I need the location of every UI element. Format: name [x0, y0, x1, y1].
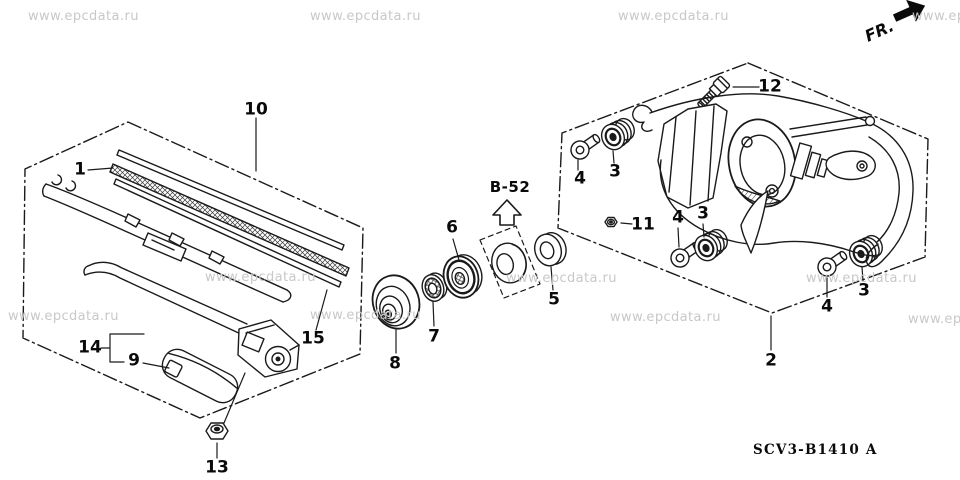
part-callout-3[interactable]: 3	[609, 161, 621, 182]
watermark-text: www.epcdata.ru	[28, 9, 139, 24]
grommet-3b-drawing	[693, 228, 728, 262]
b52-detail-box	[479, 225, 541, 299]
fr-arrow-icon	[892, 0, 926, 22]
part-callout-7[interactable]: 7	[428, 326, 440, 347]
mount-nut-drawing	[205, 422, 229, 440]
part-callout-3[interactable]: 3	[858, 280, 870, 301]
part-callout-14[interactable]: 14	[78, 337, 102, 358]
part-callout-4[interactable]: 4	[821, 296, 833, 317]
wiper-blade-drawing	[41, 149, 350, 303]
part-callout-4[interactable]: 4	[672, 207, 684, 228]
watermark-text: www.epcdata.ru	[506, 271, 617, 286]
watermark-text: www.epc	[912, 9, 960, 24]
detail-ref-label: B-52	[489, 178, 531, 196]
b52-arrow-icon	[492, 199, 522, 226]
b52-grommet-drawing	[491, 242, 527, 284]
pivot-washer-5-drawing	[533, 232, 567, 267]
part-callout-5[interactable]: 5	[548, 289, 560, 310]
fr-direction-label: FR.	[862, 16, 897, 45]
bolt-4c-drawing	[817, 250, 848, 277]
wiper-arm-drawing	[83, 261, 300, 378]
bolt-12-drawing	[697, 75, 731, 109]
part-callout-13[interactable]: 13	[205, 457, 229, 478]
part-callout-3[interactable]: 3	[697, 203, 709, 224]
part-callout-11[interactable]: 11	[631, 214, 655, 235]
watermark-text: www.epcdata.ru	[310, 9, 421, 24]
part-callout-2[interactable]: 2	[765, 350, 777, 371]
part-callout-12[interactable]: 12	[758, 76, 782, 97]
part-callout-4[interactable]: 4	[574, 168, 586, 189]
part-callout-1[interactable]: 1	[74, 159, 86, 180]
leader-lines	[87, 86, 864, 459]
arm-cover-drawing	[161, 348, 239, 404]
blade-rubber	[109, 163, 350, 277]
pivot-cap-8-drawing	[371, 274, 421, 330]
watermark-text: www.epc	[908, 312, 960, 327]
watermark-text: www.epcdata.ru	[806, 271, 917, 286]
bolt-4a-drawing	[570, 133, 601, 160]
watermark-text: www.epcdata.ru	[8, 309, 119, 324]
part-callout-9[interactable]: 9	[128, 350, 140, 371]
part-callout-8[interactable]: 8	[389, 353, 401, 374]
watermark-text: www.epcdata.ru	[618, 9, 729, 24]
part-callout-10[interactable]: 10	[244, 99, 268, 120]
pivot-bearing-6-drawing	[442, 254, 483, 299]
blade-view-box	[22, 121, 364, 419]
pivot-washer-7-drawing	[421, 272, 448, 302]
part-callout-15[interactable]: 15	[301, 328, 325, 349]
watermark-text: www.epcdata.ru	[310, 308, 421, 323]
nut-11-drawing	[604, 216, 618, 228]
diagram-code: SCV3-B1410 A	[753, 442, 878, 458]
grommet-3a-drawing	[600, 117, 635, 151]
watermark-text: www.epcdata.ru	[610, 310, 721, 325]
watermark-text: www.epcdata.ru	[205, 270, 316, 285]
motor-view-box	[557, 62, 929, 314]
wiper-motor-drawing	[632, 93, 914, 268]
part-callout-6[interactable]: 6	[446, 217, 458, 238]
